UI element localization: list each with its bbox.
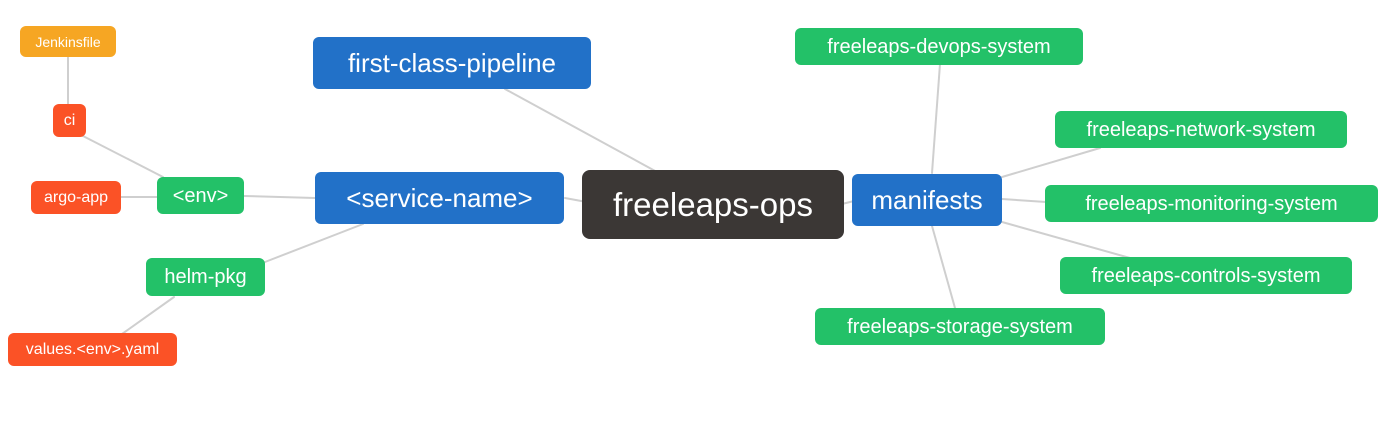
node-jenkinsfile[interactable]: Jenkinsfile — [20, 26, 116, 57]
node-manifests[interactable]: manifests — [852, 174, 1002, 226]
node-ci[interactable]: ci — [53, 104, 86, 137]
node-env[interactable]: <env> — [157, 177, 244, 214]
edge-manifests-storage-system — [931, 225, 956, 309]
node-freeleaps-ops[interactable]: freeleaps-ops — [582, 170, 844, 239]
node-freeleaps-network-system[interactable]: freeleaps-network-system — [1055, 111, 1347, 148]
edge-manifests-devops-system — [931, 63, 941, 174]
edge-manifests-network-system — [1001, 147, 1101, 178]
node-freeleaps-devops-system[interactable]: freeleaps-devops-system — [795, 28, 1083, 65]
node-helm-pkg[interactable]: helm-pkg — [146, 258, 265, 296]
node-freeleaps-controls-system[interactable]: freeleaps-controls-system — [1060, 257, 1352, 294]
node-freeleaps-monitoring-system[interactable]: freeleaps-monitoring-system — [1045, 185, 1378, 222]
edge-env-service-name — [243, 195, 316, 199]
edge-service-name-helm-pkg — [264, 223, 364, 263]
edge-helm-pkg-values — [121, 296, 175, 335]
edge-first-class-pipeline-root — [504, 88, 658, 173]
edge-ci-env — [82, 135, 164, 178]
edge-manifests-monitoring-system — [1001, 198, 1047, 203]
node-service-name[interactable]: <service-name> — [315, 172, 564, 224]
node-argo-app[interactable]: argo-app — [31, 181, 121, 214]
node-first-class-pipeline[interactable]: first-class-pipeline — [313, 37, 591, 89]
node-freeleaps-storage-system[interactable]: freeleaps-storage-system — [815, 308, 1105, 345]
node-values-env-yaml[interactable]: values.<env>.yaml — [8, 333, 177, 366]
edge-manifests-controls-system — [1001, 221, 1131, 259]
